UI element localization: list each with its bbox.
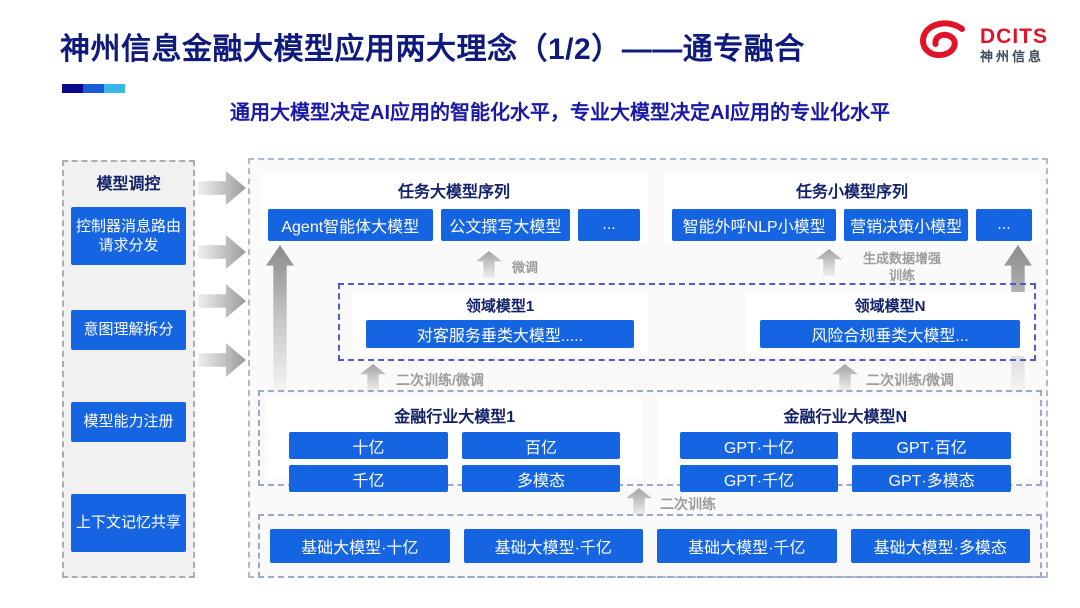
- gpt-scale-box-multimodal: GPT·多模态: [852, 465, 1011, 492]
- domain-model-box: 领域模型1 对客服务垂类大模型..... 领域模型N 风险合规垂类大模型...: [338, 283, 1036, 361]
- task-small-ellipsis-box: ...: [975, 209, 1032, 241]
- task-small-title: 任务小模型序列: [795, 184, 908, 201]
- gpt-scale-box-100b: GPT·千亿: [679, 465, 839, 492]
- right-arrow-icon: [198, 284, 246, 318]
- model-control-panel: 模型调控 控制器消息路由请求分发 意图理解拆分 模型能力注册 上下文记忆共享: [62, 160, 195, 578]
- task-large-ellipsis-box: ...: [578, 209, 640, 241]
- doc-writing-model-box: 公文撰写大模型: [440, 209, 571, 241]
- gen-data-line1: 生成数据增强: [862, 251, 941, 266]
- right-arrow-icon: [198, 171, 246, 205]
- up-arrow-icon: [360, 364, 386, 391]
- right-arrow-icon: [198, 343, 246, 377]
- gen-data-train-label: 生成数据增强 训练: [850, 251, 954, 285]
- domain-model-n-title: 领域模型N: [854, 298, 926, 315]
- tall-up-arrow-icon: [266, 245, 294, 392]
- customer-service-model-box: 对客服务垂类大模型.....: [366, 320, 634, 348]
- scale-box-multimodal: 多模态: [461, 465, 621, 492]
- sidebar-item-register: 模型能力注册: [71, 402, 186, 442]
- logo-brand-cn-text: 神州信息: [980, 48, 1045, 64]
- sidebar-item-router: 控制器消息路由请求分发: [71, 207, 186, 265]
- up-arrow-icon: [626, 488, 652, 515]
- risk-compliance-model-box: 风险合规垂类大模型...: [760, 320, 1020, 348]
- sidebar-item-context: 上下文记忆共享: [71, 494, 186, 552]
- sidebar-title: 模型调控: [96, 176, 161, 193]
- retrain-label: 二次训练: [660, 496, 716, 512]
- nlp-outbound-model-box: 智能外呼NLP小模型: [672, 209, 837, 241]
- right-arrow-icon: [198, 235, 246, 269]
- scale-box-1b: 十亿: [289, 432, 448, 459]
- dcits-swirl-icon: [916, 18, 972, 71]
- base-model-multimodal-box: 基础大模型·多模态: [850, 529, 1030, 563]
- scale-box-10b: 百亿: [461, 432, 621, 459]
- industry-model-n-title: 金融行业大模型N: [783, 409, 908, 426]
- scale-box-100b: 千亿: [289, 465, 448, 492]
- industry-model-1-group: 金融行业大模型1 十亿 百亿 千亿 多模态: [267, 397, 643, 492]
- domain-model-1-title: 领域模型1: [465, 298, 535, 315]
- up-arrow-icon: [832, 364, 858, 391]
- gpt-scale-box-10b: GPT·百亿: [852, 432, 1011, 459]
- base-model-1b-box: 基础大模型·十亿: [270, 529, 450, 563]
- gpt-scale-box-1b: GPT·十亿: [679, 432, 839, 459]
- sidebar-item-intent: 意图理解拆分: [71, 310, 186, 350]
- base-model-box: 基础大模型·十亿 基础大模型·千亿 基础大模型·千亿 基础大模型·多模态: [258, 514, 1042, 578]
- retrain-finetune-right-label: 二次训练/微调: [866, 372, 954, 388]
- dcits-logo: DCITS 神州信息: [916, 18, 1048, 71]
- bar-segment-blue: [83, 84, 104, 93]
- up-arrow-icon: [476, 251, 502, 278]
- domain-model-1-group: 领域模型1 对客服务垂类大模型.....: [352, 292, 648, 356]
- page-title: 神州信息金融大模型应用两大理念（1/2）——通专融合: [60, 33, 805, 66]
- task-large-model-group: 任务大模型序列 Agent智能体大模型 公文撰写大模型 ...: [260, 172, 648, 244]
- task-small-model-group: 任务小模型序列 智能外呼NLP小模型 营销决策小模型 ...: [664, 172, 1040, 244]
- agent-large-model-box: Agent智能体大模型: [268, 209, 433, 241]
- title-accent-bar: [62, 84, 125, 93]
- up-arrow-icon: [816, 249, 842, 276]
- retrain-finetune-left-label: 二次训练/微调: [396, 372, 484, 388]
- model-architecture-panel: 任务大模型序列 Agent智能体大模型 公文撰写大模型 ... 任务小模型序列 …: [248, 158, 1048, 578]
- slide-subtitle: 通用大模型决定AI应用的智能化水平，专业大模型决定AI应用的专业化水平: [230, 102, 890, 124]
- marketing-model-box: 营销决策小模型: [844, 209, 968, 241]
- bar-segment-cyan: [104, 84, 125, 93]
- domain-model-n-group: 领域模型N 风险合规垂类大模型...: [746, 292, 1034, 356]
- industry-model-box: 金融行业大模型1 十亿 百亿 千亿 多模态 金融行业大模型N GPT·十亿 GP…: [258, 390, 1042, 492]
- industry-model-n-group: 金融行业大模型N GPT·十亿 GPT·百亿 GPT·千亿 GPT·多模态: [657, 397, 1033, 492]
- task-large-title: 任务大模型序列: [397, 184, 510, 201]
- base-model-100b-box: 基础大模型·千亿: [463, 529, 643, 563]
- fine-tune-label: 微调: [512, 260, 539, 275]
- bar-segment-navy: [62, 84, 83, 93]
- base-model-100b-box-2: 基础大模型·千亿: [657, 529, 837, 563]
- logo-brand-text: DCITS: [980, 24, 1048, 48]
- industry-model-1-title: 金融行业大模型1: [394, 409, 516, 426]
- gen-data-line2: 训练: [888, 267, 915, 283]
